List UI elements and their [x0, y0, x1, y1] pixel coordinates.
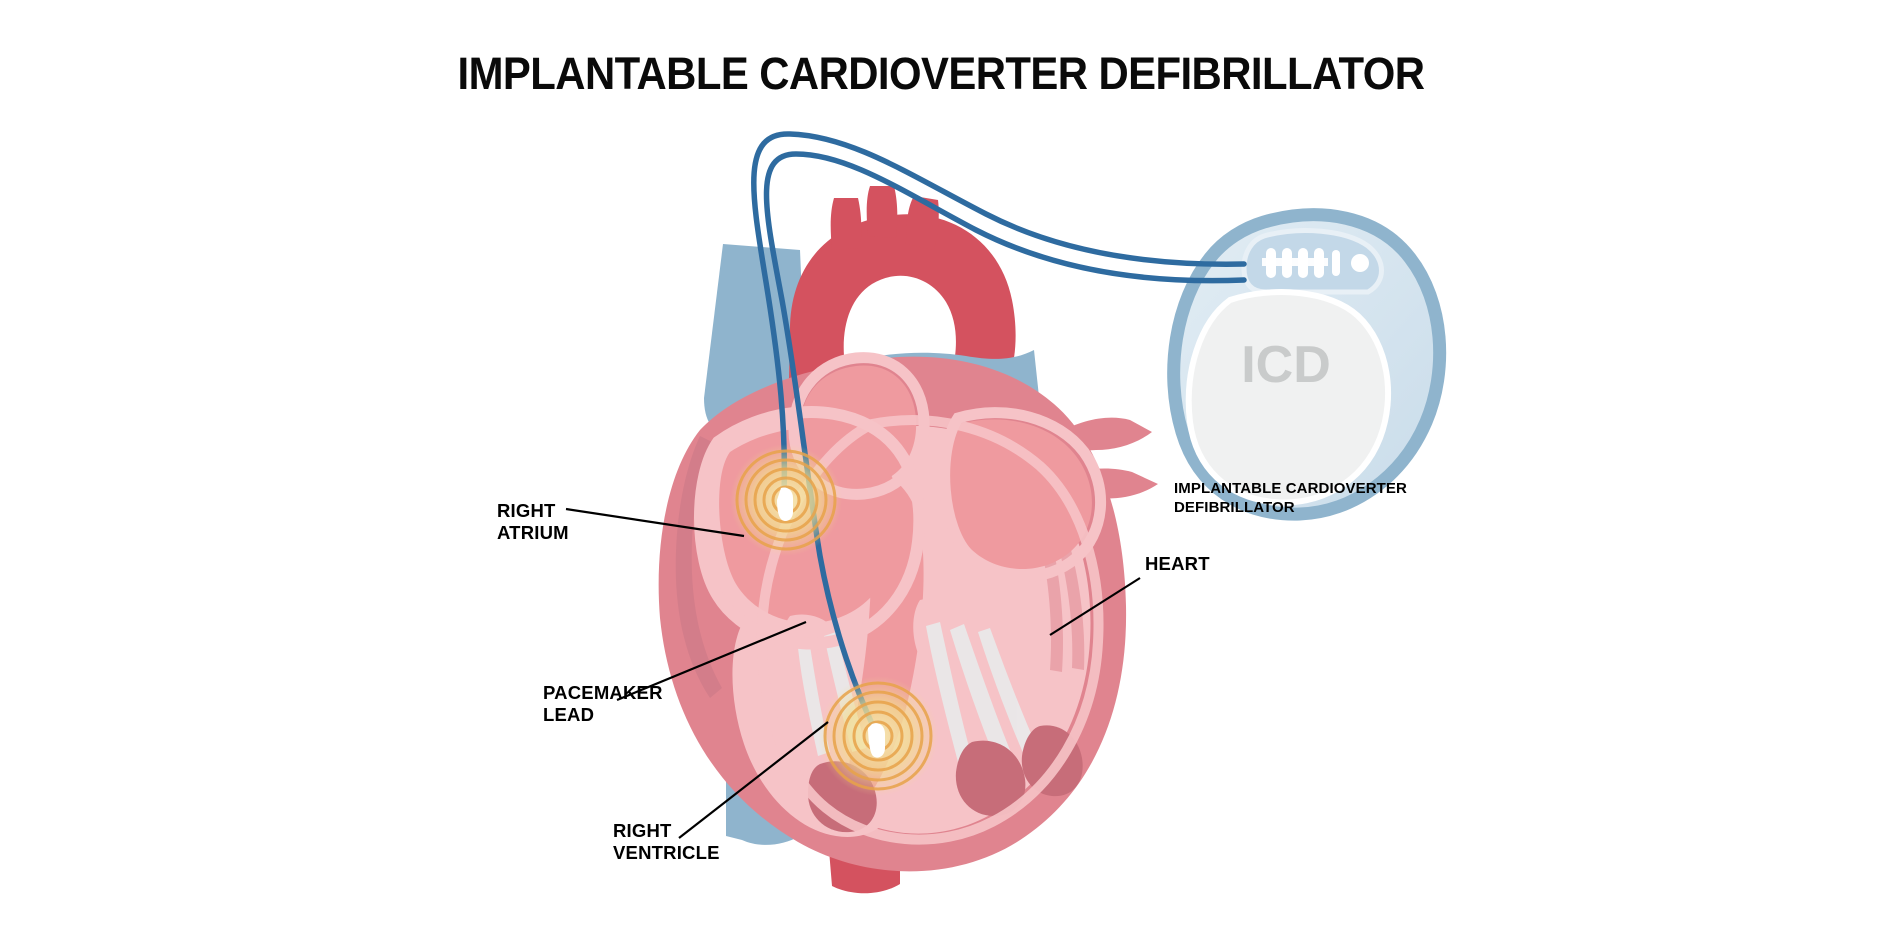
- label-heart: HEART: [1145, 553, 1210, 574]
- left-atrium: [948, 419, 1092, 570]
- leader-right-ventricle: [678, 721, 829, 839]
- icd-device: ICD: [1167, 208, 1447, 521]
- aortic-branches: [830, 186, 939, 250]
- leader-lines: [565, 507, 1141, 839]
- leader-right-atrium: [565, 507, 745, 538]
- label-icd-caption: IMPLANTABLE CARDIOVERTER DEFIBRILLATOR: [1174, 480, 1407, 517]
- aortic-arch: [788, 214, 1016, 432]
- lead-wire-ventricular: [763, 151, 1247, 731]
- electrode-tip-ventricular: [868, 723, 885, 758]
- left-atrium-rim: [939, 407, 1107, 582]
- page-title: IMPLANTABLE CARDIOVERTER DEFIBRILLATOR: [457, 48, 1425, 99]
- label-right-atrium: RIGHT ATRIUM: [497, 500, 569, 543]
- icd-face-text: ICD: [1241, 336, 1331, 394]
- electrode-tip-atrial: [777, 487, 793, 522]
- electrode-right-ventricle: [818, 676, 938, 796]
- icd-setscrew-port: [1351, 254, 1369, 272]
- valve-leaflets: [782, 598, 970, 670]
- lead-wire-atrial: [751, 131, 1247, 495]
- leader-heart: [1049, 577, 1141, 636]
- left-ventricle-rim: [756, 415, 1104, 845]
- label-pacemaker-lead: PACEMAKER LEAD: [543, 682, 663, 725]
- pacemaker-leads: [751, 131, 1247, 731]
- label-right-ventricle: RIGHT VENTRICLE: [613, 820, 720, 863]
- trabeculae: [1030, 500, 1085, 672]
- icd-body-face: [1185, 289, 1392, 506]
- electrode-right-atrium: [730, 444, 842, 556]
- right-atrium-rim: [694, 406, 926, 650]
- leader-pacemaker-lead: [616, 620, 807, 702]
- atrial-appendage: [675, 436, 722, 698]
- icd-connector-bar: [1262, 258, 1328, 266]
- papillary-muscles: [808, 725, 1083, 833]
